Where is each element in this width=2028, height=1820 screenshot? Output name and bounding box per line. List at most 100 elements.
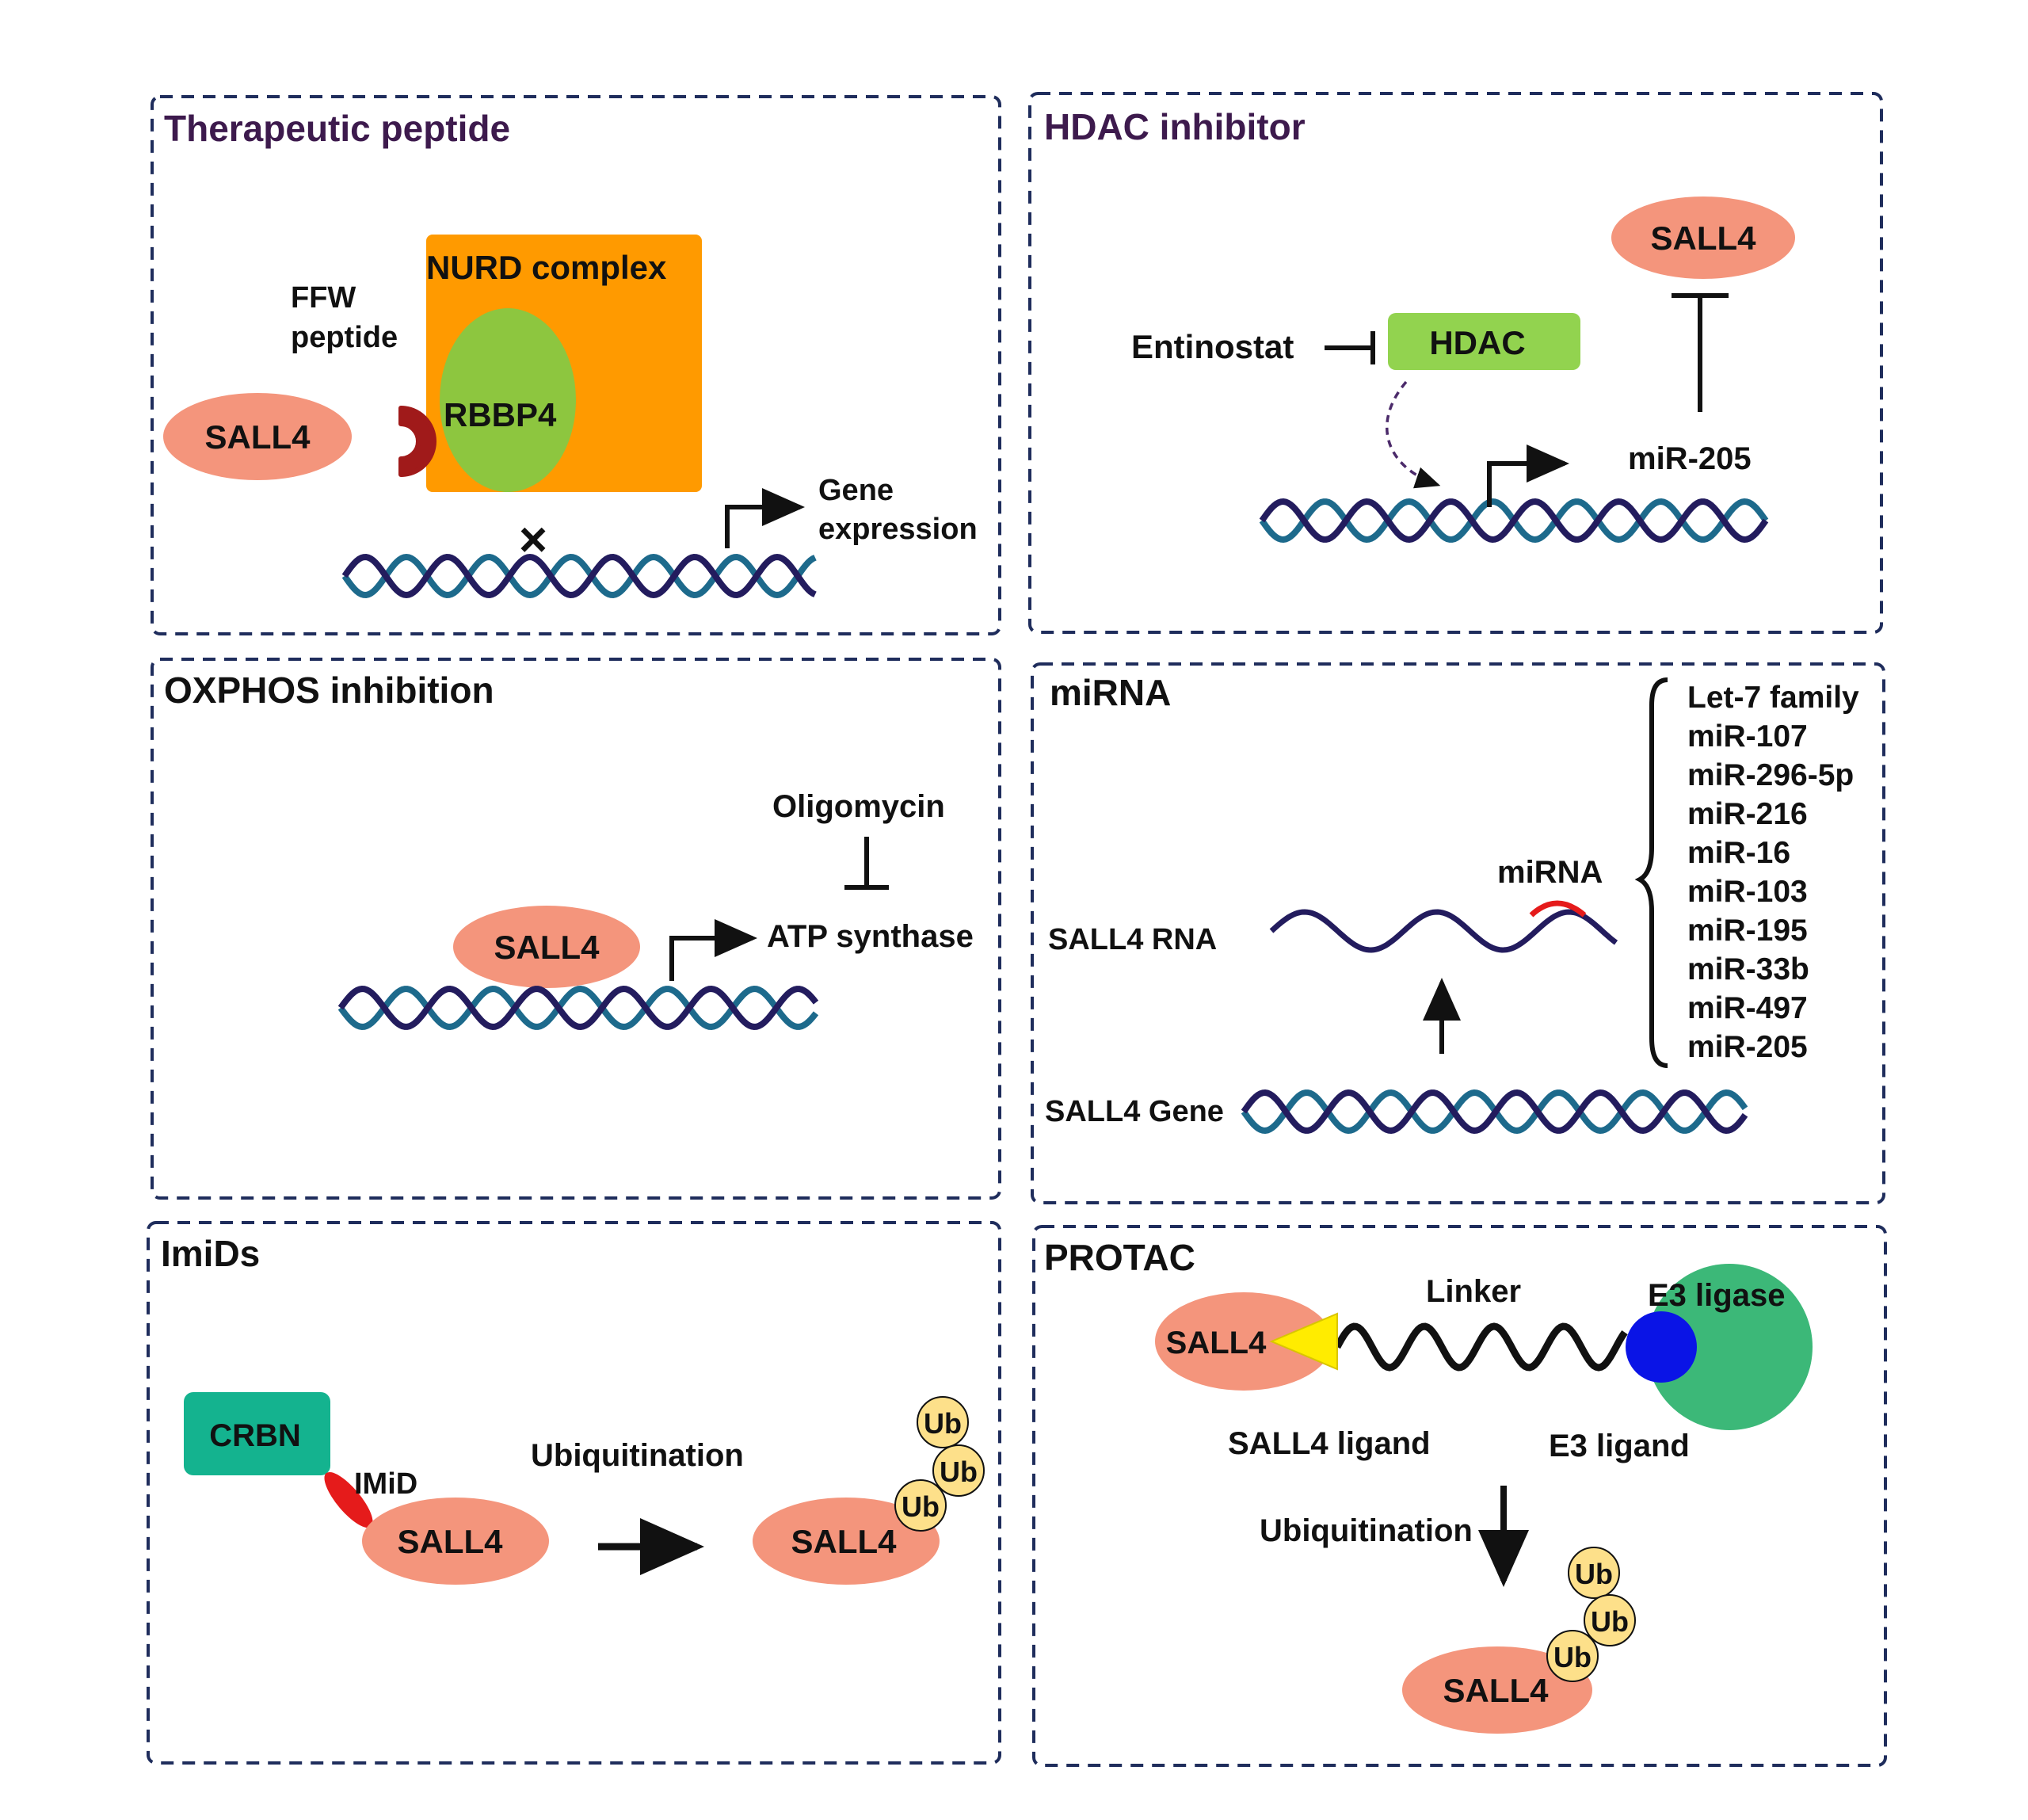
- panel-title: PROTAC: [1044, 1237, 1195, 1278]
- mirna-list-item: miR-195: [1687, 914, 1808, 948]
- ubiquitin-circle: [932, 1444, 985, 1497]
- sall4-label: SALL4: [1650, 219, 1756, 257]
- sall4-ligand-triangle: [1269, 1312, 1338, 1371]
- panel-title: Therapeutic peptide: [164, 108, 510, 149]
- transcription-arrow: [1487, 445, 1569, 507]
- e3-ligand-circle: [1626, 1311, 1697, 1383]
- transcription-arrow: [725, 488, 805, 548]
- rbbp4-ellipse: [440, 308, 576, 492]
- ubiquitin-chain: Ub Ub Ub: [1546, 1547, 1636, 1682]
- sall4-oval: [163, 393, 352, 480]
- mirna-list-item: Let-7 family: [1687, 681, 1859, 715]
- ubiquitin-circle: [894, 1479, 947, 1532]
- dna-strand: [1241, 1089, 1748, 1135]
- ubiquitin-circle: [917, 1396, 969, 1448]
- sall4-label: SALL4: [494, 929, 600, 966]
- sall4-rna-label: SALL4 RNA: [1048, 923, 1217, 956]
- hdac-effect-dashed-arrow: [1386, 380, 1441, 489]
- dna-strand: [337, 985, 819, 1031]
- ubiquitin-circle: [1584, 1594, 1636, 1646]
- sall4-oval-bottom: [1402, 1646, 1592, 1734]
- crbn-label: CRBN: [209, 1418, 301, 1453]
- dna-strand: [341, 553, 817, 599]
- mirna-label: miRNA: [1497, 855, 1603, 890]
- gene-expression-line1: Gene: [818, 474, 894, 507]
- hdac-label: HDAC: [1429, 324, 1525, 361]
- mir205-inhibit-bar: [1672, 293, 1729, 412]
- mirna-list-item: miR-16: [1687, 836, 1790, 870]
- mirna-list-item: miR-33b: [1687, 952, 1809, 986]
- imid-label: IMiD: [354, 1467, 417, 1501]
- crbn-box: [184, 1392, 330, 1475]
- mirna-list: Let-7 family miR-107 miR-296-5p miR-216 …: [1687, 681, 1859, 1064]
- ubiquitin-circle: [1546, 1630, 1599, 1682]
- ubiquitin-label: Ub: [940, 1456, 978, 1488]
- mirna-list-brace: [1634, 677, 1668, 1068]
- sall4-oval-left: [362, 1498, 549, 1585]
- dna-helix: [1241, 1089, 1748, 1135]
- mirna-list-item: miR-205: [1687, 1030, 1808, 1064]
- ubiquitin-label: Ub: [1553, 1641, 1592, 1673]
- transcription-arrow: [669, 919, 757, 981]
- ubiquitin-label: Ub: [1591, 1605, 1629, 1638]
- sall4-oval: [1611, 196, 1795, 279]
- ubiquitin-label: Ub: [902, 1490, 940, 1523]
- ubiquitin-label: Ub: [1575, 1558, 1613, 1590]
- panel-border: [1028, 92, 1883, 634]
- ubiquitin-chain: Ub Ub Ub: [894, 1396, 985, 1532]
- dna-helix: [341, 553, 817, 599]
- linker-label: Linker: [1426, 1274, 1521, 1309]
- panel-mirna: miRNA SALL4 RNA miRNA SALL4 Gene Let-7 f…: [1031, 662, 1885, 1204]
- hdac-box: [1388, 313, 1580, 370]
- sall4-rna-wave: [1269, 909, 1618, 953]
- panel-border: [1031, 662, 1885, 1204]
- sall4-oval: [1155, 1292, 1332, 1391]
- e3-ligase-label: E3 ligase: [1648, 1278, 1785, 1313]
- mir205-label: miR-205: [1628, 441, 1752, 476]
- ubiquitin-label: Ub: [924, 1407, 962, 1440]
- dna-strand: [341, 553, 817, 599]
- dna-strand: [1259, 498, 1769, 544]
- ubiquitination-label: Ubiquitination: [1260, 1513, 1473, 1548]
- sall4-oval: [453, 906, 640, 988]
- panel-border: [151, 95, 1001, 635]
- ubiquitination-label: Ubiquitination: [531, 1438, 744, 1473]
- imid-molecule: [324, 1471, 373, 1528]
- sall4-label: SALL4: [204, 418, 311, 456]
- sall4-label-bottom: SALL4: [1443, 1672, 1549, 1709]
- panel-imids: ImiDs CRBN IMiD SALL4 Ubiquitination SAL…: [147, 1221, 1001, 1765]
- mirna-bound-arc: [1529, 900, 1587, 918]
- panel-title: miRNA: [1050, 672, 1171, 713]
- panel-border: [1032, 1225, 1887, 1767]
- sall4-gene-label: SALL4 Gene: [1045, 1095, 1224, 1128]
- nurd-complex-label: NURD complex: [426, 249, 667, 286]
- rbbp4-label: RBBP4: [444, 396, 557, 433]
- panel-border: [151, 658, 1001, 1200]
- panel-title: HDAC inhibitor: [1044, 106, 1306, 147]
- sall4-ligand-label: SALL4 ligand: [1228, 1426, 1431, 1461]
- dna-helix: [337, 985, 819, 1031]
- panel-title: ImiDs: [161, 1233, 260, 1274]
- panel-border: [147, 1221, 1001, 1765]
- entinostat-label: Entinostat: [1131, 328, 1294, 365]
- panel-oxphos-inhibition: OXPHOS inhibition Oligomycin SALL4 ATP s…: [151, 658, 1001, 1200]
- mirna-list-item: miR-497: [1687, 991, 1808, 1025]
- mirna-list-item: miR-296-5p: [1687, 758, 1854, 792]
- sall4-oval-right: [753, 1498, 940, 1585]
- linker-chain: [1334, 1322, 1628, 1372]
- mirna-list-item: miR-107: [1687, 719, 1808, 754]
- ffw-peptide-shape: [398, 406, 436, 477]
- panel-protac: PROTAC Linker E3 ligase SALL4 SALL4 liga…: [1032, 1225, 1887, 1767]
- mirna-list-item: miR-103: [1687, 875, 1808, 909]
- atp-synthase-label: ATP synthase: [767, 919, 974, 954]
- oligomycin-label: Oligomycin: [772, 789, 945, 824]
- dna-helix: [1259, 498, 1769, 544]
- ubiquitin-circle: [1568, 1547, 1620, 1599]
- e3-ligand-label: E3 ligand: [1549, 1429, 1690, 1463]
- mirna-list-item: miR-216: [1687, 797, 1808, 831]
- ffw-label-line1: FFW: [291, 281, 356, 315]
- sall4-label-right: SALL4: [791, 1523, 897, 1560]
- e3-ligase-circle: [1646, 1264, 1813, 1430]
- oligomycin-inhibit-bar: [844, 837, 889, 890]
